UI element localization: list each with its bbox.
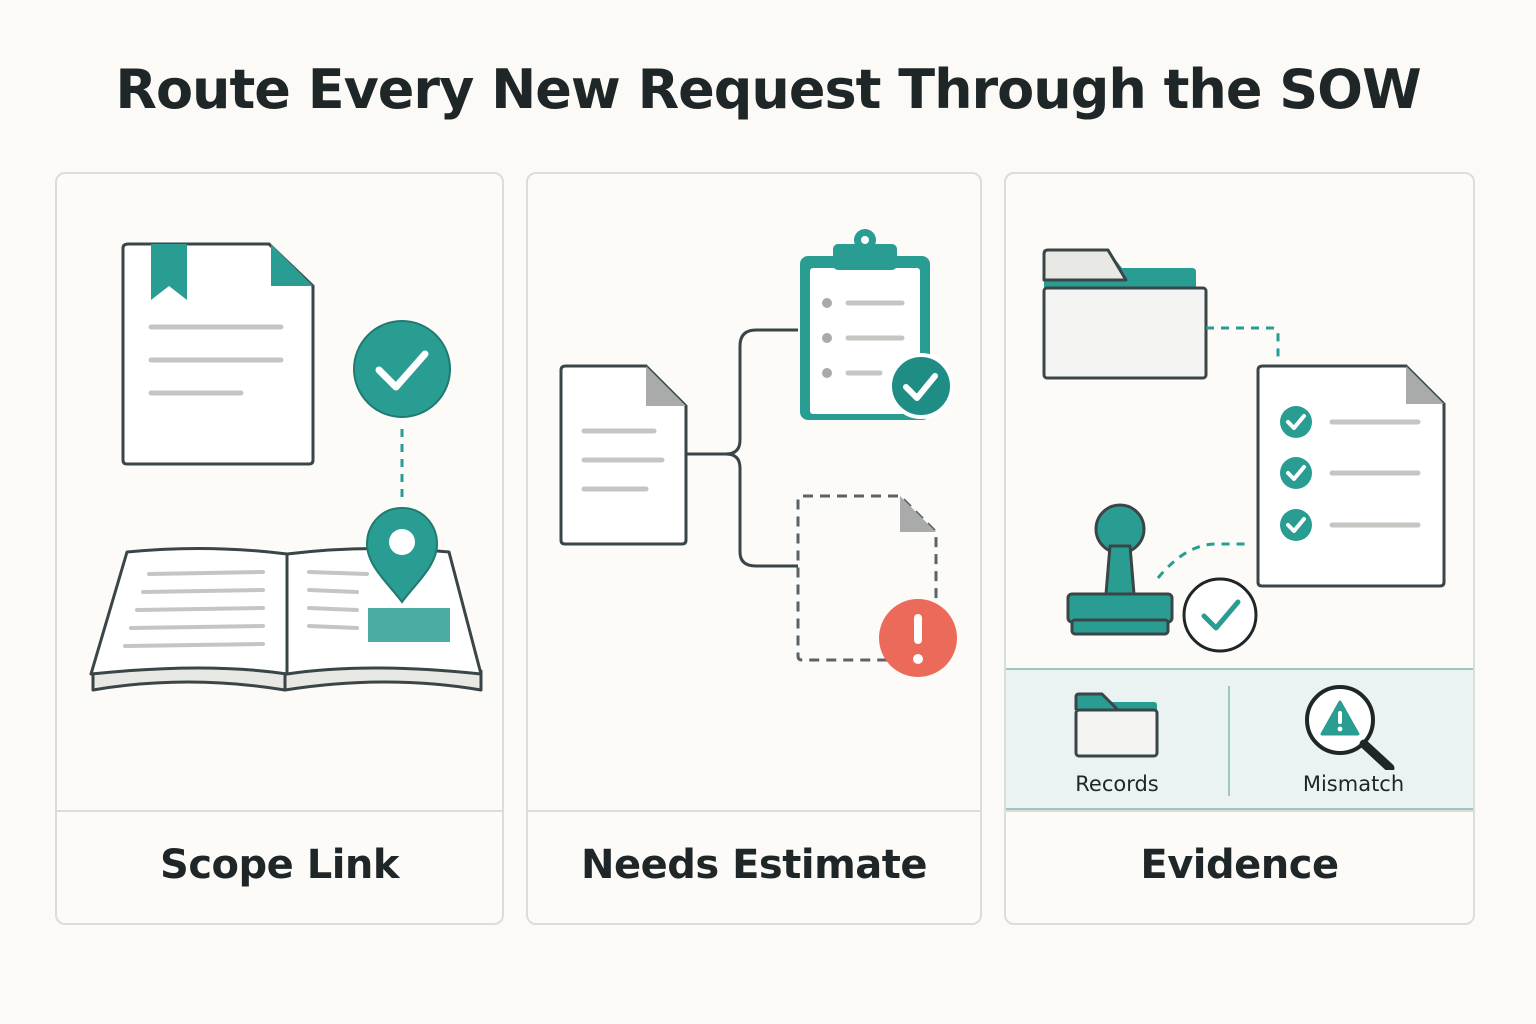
open-book-icon <box>89 546 483 692</box>
legend-item-records: Records <box>1006 670 1228 808</box>
check-circle-icon <box>353 320 451 418</box>
legend-label-records: Records <box>1075 772 1159 796</box>
folder-icon <box>1042 248 1208 380</box>
location-pin-icon <box>365 506 439 604</box>
check-badge-icon <box>888 353 954 419</box>
card-evidence: Records Mismatch Evidence <box>1004 172 1475 925</box>
check-circle-icon <box>1182 577 1258 653</box>
legend-item-mismatch: Mismatch <box>1230 670 1473 808</box>
card-needs-estimate: Needs Estimate <box>526 172 982 925</box>
folder-icon <box>1074 692 1159 758</box>
legend-separator <box>1228 686 1230 796</box>
scope-link-illustration <box>89 242 483 692</box>
page-title: Route Every New Request Through the SOW <box>115 58 1421 121</box>
legend-label-mismatch: Mismatch <box>1302 772 1405 796</box>
sow-document-icon <box>121 242 315 466</box>
warning-magnifier-icon <box>1305 685 1395 770</box>
needs-estimate-illustration <box>559 229 957 677</box>
card-divider <box>57 810 502 812</box>
request-document-icon <box>559 364 688 546</box>
card-divider <box>1006 810 1473 812</box>
evidence-illustration <box>1042 248 1446 653</box>
alert-icon <box>879 599 957 677</box>
card-label: Evidence <box>1140 842 1339 888</box>
card-label: Scope Link <box>160 842 399 888</box>
card-label: Needs Estimate <box>581 842 928 888</box>
checklist-document-icon <box>1256 364 1446 588</box>
card-divider <box>528 810 980 812</box>
stamp-icon <box>1066 503 1174 636</box>
card-scope-link: Scope Link <box>55 172 504 925</box>
legend-strip: Records Mismatch <box>1006 668 1473 810</box>
